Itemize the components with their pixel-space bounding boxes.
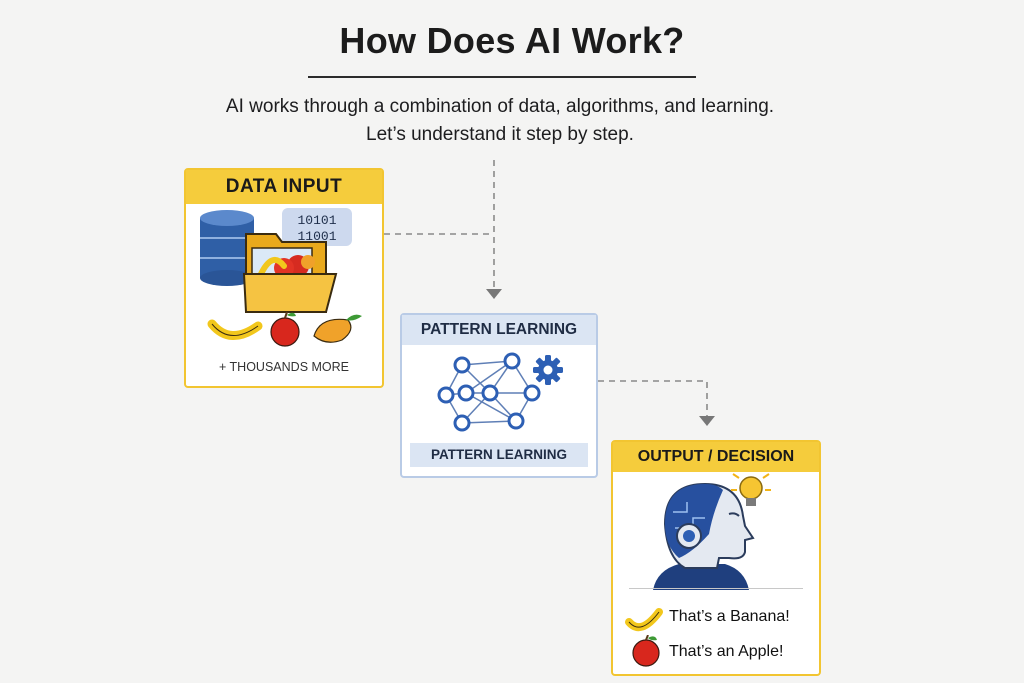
output-decision-card: OUTPUT / DECISION That’s bbox=[611, 440, 821, 676]
data-input-illustration: 10101 11001 bbox=[200, 208, 362, 347]
pattern-learning-tag: PATTERN LEARNING bbox=[410, 443, 588, 467]
neural-network-icon bbox=[437, 352, 563, 432]
binary-line-2: 11001 bbox=[297, 229, 336, 244]
gear-icon bbox=[533, 355, 563, 385]
intro-line-1: AI works through a combination of data, … bbox=[225, 96, 775, 117]
output-decision-heading: OUTPUT / DECISION bbox=[613, 442, 819, 472]
banana-icon bbox=[207, 319, 263, 340]
folder-icon bbox=[242, 233, 338, 313]
mango-icon bbox=[313, 314, 362, 343]
connector-pattern-to-output bbox=[598, 380, 708, 416]
robot-head-icon bbox=[653, 473, 771, 590]
lightbulb-icon bbox=[731, 473, 771, 506]
intro-line-2: Let’s understand it step by step. bbox=[366, 124, 634, 145]
binary-line-1: 10101 bbox=[297, 213, 336, 228]
arrowhead-to-output bbox=[699, 416, 715, 426]
data-input-card: DATA INPUT 10101 11001 bbox=[184, 168, 384, 388]
title-underline bbox=[308, 76, 696, 78]
apple-icon bbox=[270, 311, 300, 347]
banana-icon bbox=[625, 608, 663, 632]
page-title: How Does AI Work? bbox=[339, 20, 685, 61]
output-divider bbox=[629, 588, 803, 589]
pattern-learning-card: PATTERN LEARNING bbox=[400, 313, 598, 478]
pattern-learning-heading: PATTERN LEARNING bbox=[402, 315, 596, 345]
apple-icon bbox=[632, 635, 660, 667]
arrowhead-to-pattern bbox=[486, 289, 502, 299]
thousands-more-caption: + THOUSANDS MORE bbox=[219, 360, 349, 374]
data-input-heading: DATA INPUT bbox=[186, 170, 382, 204]
result-banana: That’s a Banana! bbox=[669, 608, 790, 625]
result-apple: That’s an Apple! bbox=[669, 643, 784, 660]
